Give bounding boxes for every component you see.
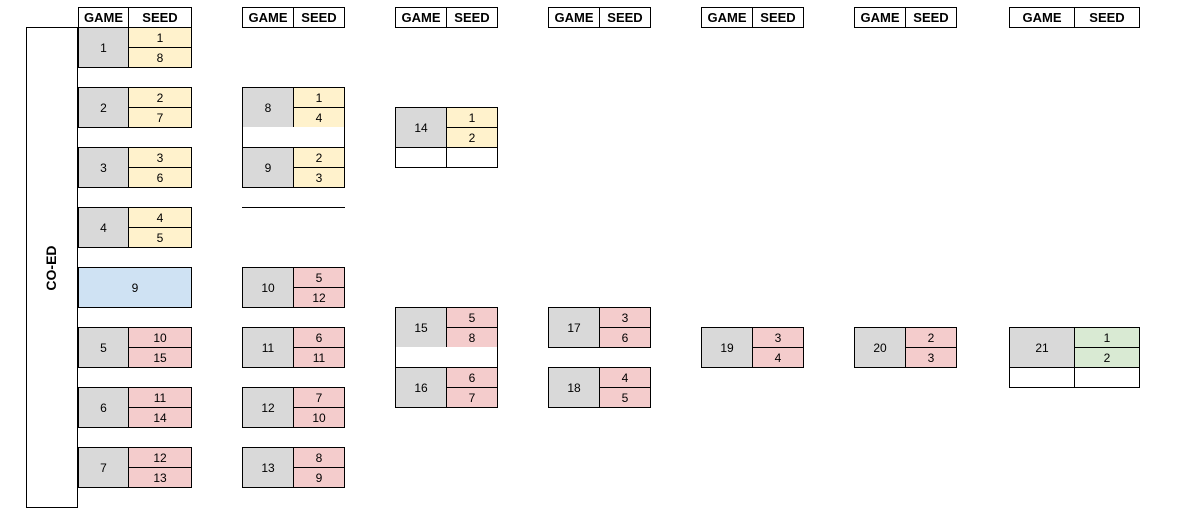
section-label: CO-ED (43, 245, 59, 291)
game-15-number: 15 (395, 307, 447, 348)
header-seed-col3: SEED (446, 7, 498, 28)
game-11-seed-top: 6 (293, 327, 345, 348)
game-5-seed-bottom: 15 (128, 347, 192, 368)
game-20-seed-top: 2 (905, 327, 957, 348)
game-20-number: 20 (854, 327, 906, 368)
game-19-seed-top: 3 (752, 327, 804, 348)
game-8-number: 8 (242, 87, 294, 128)
bye-game-9-cell: 9 (78, 267, 192, 308)
game-2-seed-top: 2 (128, 87, 192, 108)
divider-line (242, 207, 345, 208)
game-11-seed-bottom: 11 (293, 347, 345, 368)
header-game-col1: GAME (78, 7, 129, 28)
game-7-number: 7 (78, 447, 129, 488)
game-21-empty-seed (1074, 367, 1140, 388)
header-game-col7: GAME (1009, 7, 1075, 28)
game-18-number: 18 (548, 367, 600, 408)
game-21-seed-bottom: 2 (1074, 347, 1140, 368)
game-19-number: 19 (701, 327, 753, 368)
game-6-seed-bottom: 14 (128, 407, 192, 428)
game-17-seed-top: 3 (599, 307, 651, 328)
header-seed-col7: SEED (1074, 7, 1140, 28)
header-game-col4: GAME (548, 7, 600, 28)
game-21-empty-game (1009, 367, 1075, 388)
header-seed-col2: SEED (293, 7, 345, 28)
game-7-seed-bottom: 13 (128, 467, 192, 488)
game-9-seed-bottom: 3 (293, 167, 345, 188)
game-9-number: 9 (242, 147, 294, 188)
game-14-number: 14 (395, 107, 447, 148)
header-game-col3: GAME (395, 7, 447, 28)
game-10-seed-top: 5 (293, 267, 345, 288)
game-7-seed-top: 12 (128, 447, 192, 468)
game-8-seed-bottom: 4 (293, 107, 345, 128)
game-12-seed-top: 7 (293, 387, 345, 408)
game-8-seed-top: 1 (293, 87, 345, 108)
game-16-seed-bottom: 7 (446, 387, 498, 408)
header-seed-col1: SEED (128, 7, 192, 28)
game-18-seed-top: 4 (599, 367, 651, 388)
game-10-number: 10 (242, 267, 294, 308)
section-side-box (26, 27, 78, 508)
game-15-16-gap-cell (395, 347, 498, 368)
game-20-seed-bottom: 3 (905, 347, 957, 368)
game-14-seed-bottom: 2 (446, 127, 498, 148)
game-2-seed-bottom: 7 (128, 107, 192, 128)
header-game-col5: GAME (701, 7, 753, 28)
header-seed-col4: SEED (599, 7, 651, 28)
game-1-seed-bottom: 8 (128, 47, 192, 68)
game-17-seed-bottom: 6 (599, 327, 651, 348)
game-14-seed-top: 1 (446, 107, 498, 128)
game-18-seed-bottom: 5 (599, 387, 651, 408)
game-14-empty-game (395, 147, 447, 168)
game-14-empty-seed (446, 147, 498, 168)
game-15-seed-bottom: 8 (446, 327, 498, 348)
game-4-number: 4 (78, 207, 129, 248)
header-seed-col6: SEED (905, 7, 957, 28)
header-game-col2: GAME (242, 7, 294, 28)
game-5-seed-top: 10 (128, 327, 192, 348)
game-13-seed-top: 8 (293, 447, 345, 468)
game-10-seed-bottom: 12 (293, 287, 345, 308)
game-3-number: 3 (78, 147, 129, 188)
header-game-col6: GAME (854, 7, 906, 28)
game-13-seed-bottom: 9 (293, 467, 345, 488)
game-6-number: 6 (78, 387, 129, 428)
header-seed-col5: SEED (752, 7, 804, 28)
game-3-seed-top: 3 (128, 147, 192, 168)
game-5-number: 5 (78, 327, 129, 368)
game-9-seed-top: 2 (293, 147, 345, 168)
game-8-9-gap-cell (242, 127, 345, 148)
game-21-number: 21 (1009, 327, 1075, 368)
game-1-seed-top: 1 (128, 27, 192, 48)
game-21-seed-top: 1 (1074, 327, 1140, 348)
game-3-seed-bottom: 6 (128, 167, 192, 188)
game-13-number: 13 (242, 447, 294, 488)
game-19-seed-bottom: 4 (752, 347, 804, 368)
game-2-number: 2 (78, 87, 129, 128)
game-12-seed-bottom: 10 (293, 407, 345, 428)
game-4-seed-bottom: 5 (128, 227, 192, 248)
game-15-seed-top: 5 (446, 307, 498, 328)
game-16-number: 16 (395, 367, 447, 408)
game-11-number: 11 (242, 327, 294, 368)
game-6-seed-top: 11 (128, 387, 192, 408)
game-17-number: 17 (548, 307, 600, 348)
game-16-seed-top: 6 (446, 367, 498, 388)
game-1-number: 1 (78, 27, 129, 68)
game-4-seed-top: 4 (128, 207, 192, 228)
game-12-number: 12 (242, 387, 294, 428)
